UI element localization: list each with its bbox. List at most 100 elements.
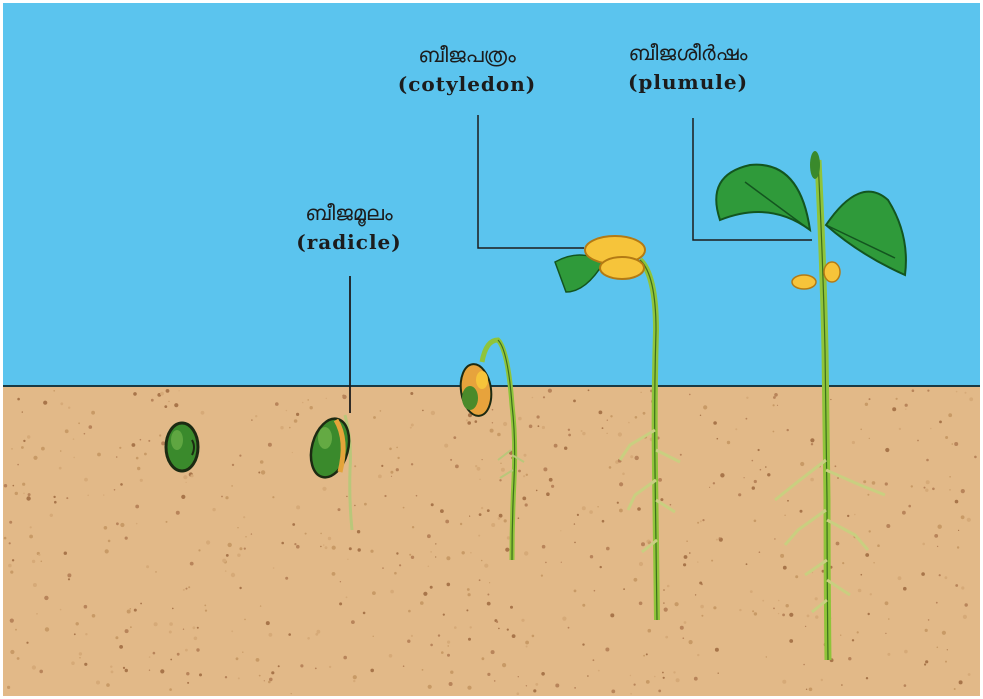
soil-speck: [66, 497, 68, 499]
soil-speck: [89, 425, 93, 429]
soil-speck: [280, 426, 283, 429]
soil-speck: [390, 471, 393, 474]
soil-speck: [863, 480, 866, 483]
soil-speck: [549, 478, 553, 482]
soil-speck: [954, 442, 958, 446]
soil-speck: [635, 456, 639, 460]
soil-speck: [885, 601, 889, 605]
soil-speck: [225, 496, 228, 499]
soil-speck: [397, 457, 399, 459]
soil-speck: [789, 613, 793, 617]
radicle-label: ബീജമൂലം (radicle): [296, 198, 402, 256]
soil-speck: [484, 564, 488, 568]
soil-speck: [518, 470, 521, 473]
soil-speck: [239, 547, 242, 550]
soil-speck: [786, 604, 789, 607]
soil-speck: [955, 584, 958, 587]
soil-speck: [948, 413, 952, 417]
soil-speck: [773, 396, 776, 399]
soil-speck: [512, 634, 516, 638]
soil-speck: [149, 670, 150, 671]
soil-speck: [773, 404, 775, 406]
soil-speck: [697, 654, 699, 656]
soil-speck: [242, 652, 243, 653]
soil-speck: [32, 560, 35, 563]
soil-speck: [153, 652, 156, 655]
soil-speck: [381, 465, 383, 467]
soil-speck: [562, 617, 566, 621]
soil-speck: [574, 590, 577, 593]
soil-speck: [296, 545, 300, 549]
soil-speck: [784, 515, 785, 516]
soil-speck: [41, 561, 43, 563]
soil-speck: [65, 429, 69, 433]
soil-speck: [271, 671, 274, 674]
soil-speck: [447, 583, 451, 587]
soil-speck: [752, 486, 755, 489]
soil-speck: [183, 475, 187, 479]
soil-speck: [39, 670, 43, 674]
soil-speck: [658, 690, 661, 693]
soil-speck: [619, 482, 623, 486]
soil-speck: [974, 456, 977, 459]
soil-speck: [582, 506, 586, 510]
soil-speck: [140, 603, 142, 605]
soil-speck: [606, 547, 610, 551]
soil-speck: [470, 626, 472, 628]
soil-speck: [968, 673, 971, 676]
soil-speck: [231, 630, 233, 632]
soil-speck: [939, 421, 942, 424]
soil-speck: [715, 648, 719, 652]
soil-speck: [521, 619, 524, 622]
soil-speck: [542, 426, 545, 429]
soil-speck: [482, 459, 483, 460]
soil-speck: [500, 463, 501, 464]
soil-speck: [497, 433, 501, 437]
plumule-label: ബീജശീർഷം (plumule): [628, 38, 748, 96]
soil-speck: [542, 545, 546, 549]
soil-speck: [261, 470, 265, 474]
soil-speck: [904, 684, 907, 687]
soil-speck: [885, 482, 888, 485]
soil-speck: [720, 473, 724, 477]
soil-speck: [154, 622, 158, 626]
soil-speck: [389, 448, 392, 451]
soil-speck: [67, 573, 71, 577]
soil-speck: [443, 614, 445, 616]
soil-speck: [746, 418, 748, 420]
soil-speck: [961, 489, 965, 493]
soil-speck: [582, 643, 584, 645]
soil-speck: [904, 650, 908, 654]
soil-speck: [789, 639, 793, 643]
soil-speck: [695, 594, 696, 595]
soil-speck: [134, 609, 137, 612]
soil-speck: [502, 663, 506, 667]
soil-speck: [541, 672, 545, 676]
soil-speck: [487, 594, 489, 596]
soil-speck: [582, 604, 585, 607]
soil-speck: [428, 566, 430, 568]
soil-speck: [140, 439, 142, 441]
soil-speck: [610, 415, 612, 417]
soil-speck: [125, 537, 128, 540]
soil-speck: [73, 438, 75, 440]
soil-speck: [809, 688, 813, 692]
soil-speck: [537, 415, 540, 418]
soil-speck: [22, 411, 23, 412]
soil-speck: [892, 407, 896, 411]
soil-speck: [307, 399, 309, 401]
soil-speck: [810, 478, 814, 482]
soil-speck: [684, 621, 687, 624]
soil-speck: [477, 467, 481, 471]
soil-speck: [103, 494, 104, 495]
soil-speck: [942, 631, 946, 635]
soil-speck: [548, 389, 552, 393]
soil-speck: [949, 489, 950, 490]
soil-speck: [53, 390, 55, 392]
soil-speck: [239, 587, 241, 589]
soil-speck: [187, 682, 189, 684]
soil-speck: [646, 653, 648, 655]
soil-speck: [469, 516, 470, 517]
soil-speck: [658, 478, 662, 482]
soil-speck: [746, 397, 748, 399]
